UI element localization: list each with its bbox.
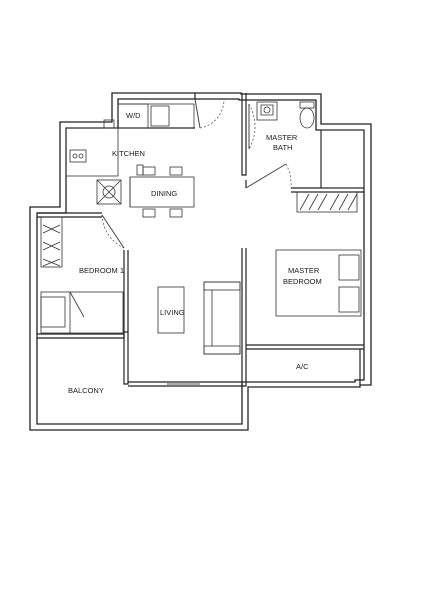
exterior-walls xyxy=(29,92,372,431)
label-dining: DINING xyxy=(151,189,177,198)
doors xyxy=(101,98,292,249)
wardrobes xyxy=(40,191,358,268)
kitchen-fixtures xyxy=(65,103,195,218)
label-living: LIVING xyxy=(160,308,185,317)
label-balcony: BALCONY xyxy=(68,386,104,395)
label-master-bedroom-1: MASTER xyxy=(288,266,320,275)
label-master-bath-1: MASTER xyxy=(266,133,298,142)
label-bedroom1: BEDROOM 1 xyxy=(79,266,124,275)
label-master-bedroom-2: BEDROOM xyxy=(283,277,322,286)
furniture xyxy=(40,249,362,355)
interior-walls xyxy=(37,93,364,387)
label-wd: W/D xyxy=(126,111,141,120)
room-labels: W/D KITCHEN DINING MASTER BATH BEDROOM 1… xyxy=(68,111,322,395)
label-master-bath-2: BATH xyxy=(273,143,292,152)
label-kitchen: KITCHEN xyxy=(112,149,145,158)
bath-fixtures xyxy=(256,101,365,189)
label-ac: A/C xyxy=(296,362,309,371)
